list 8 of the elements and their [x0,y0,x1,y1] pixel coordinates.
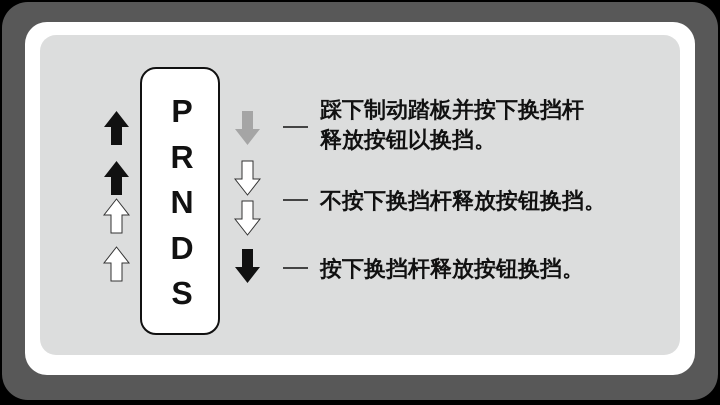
gear-selector-box [140,67,220,335]
leader-line [283,199,308,201]
instruction-text: 按下换挡杆释放按钮换挡。 [310,254,584,284]
gear-letters: P R N D S [169,92,195,313]
leader-line [283,267,308,269]
instruction-text: 踩下制动踏板并按下换挡杆释放按钮以换挡。 [310,95,600,155]
instruction-text: 不按下换挡杆释放按钮换挡。 [310,186,606,216]
leader-line [283,126,308,128]
